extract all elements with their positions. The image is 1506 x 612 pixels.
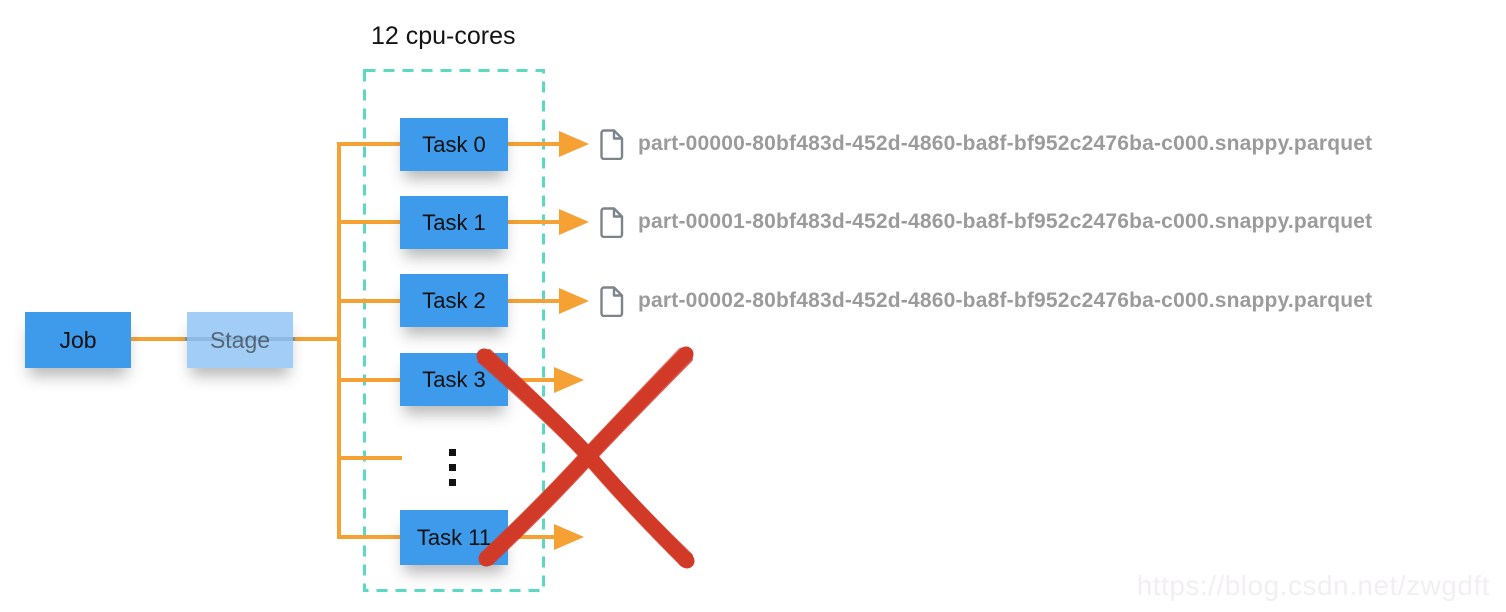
stage-node: Stage: [187, 312, 293, 368]
page-title: 12 cpu-cores: [371, 22, 516, 50]
task-node-1: Task 1: [400, 196, 508, 249]
task-node-3: Task 3: [400, 353, 508, 406]
filename-text: part-00001-80bf483d-452d-4860-ba8f-bf952…: [638, 210, 1373, 233]
file-icon: [600, 128, 624, 160]
task-node-0: Task 0: [400, 118, 508, 171]
filename-text: part-00000-80bf483d-452d-4860-ba8f-bf952…: [638, 132, 1373, 155]
watermark: https://blog.csdn.net/zwgdft: [1136, 570, 1490, 601]
file-icon: [600, 285, 624, 317]
output-file-row: part-00001-80bf483d-452d-4860-ba8f-bf952…: [600, 204, 1372, 240]
task-node-11: Task 11: [400, 510, 508, 565]
output-file-row: part-00002-80bf483d-452d-4860-ba8f-bf952…: [600, 283, 1372, 319]
task-node-2: Task 2: [400, 274, 508, 327]
cpu-cores-dashed-box: [363, 69, 545, 592]
output-file-row: part-00000-80bf483d-452d-4860-ba8f-bf952…: [600, 126, 1372, 162]
file-icon: [600, 206, 624, 238]
task-output-arrows: [508, 130, 590, 551]
filename-text: part-00002-80bf483d-452d-4860-ba8f-bf952…: [638, 289, 1373, 312]
vertical-ellipsis-icon: [449, 449, 456, 486]
job-node: Job: [25, 312, 131, 368]
